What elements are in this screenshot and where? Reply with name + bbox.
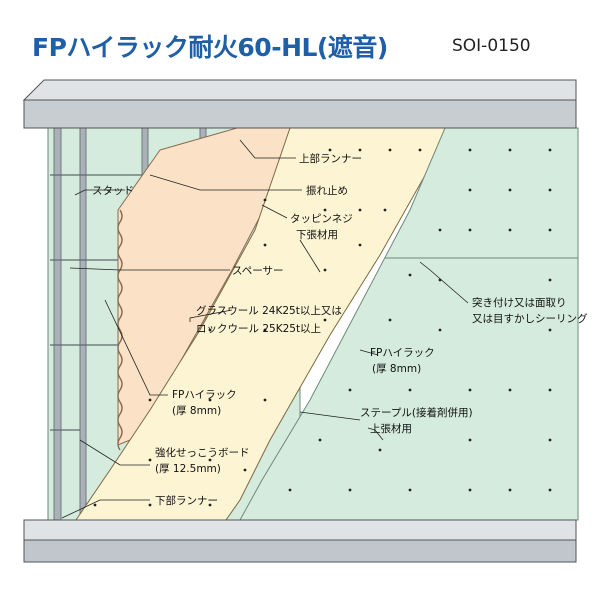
screw-dots-cream: [93, 148, 422, 507]
label-rock-wool: ロックウール 25K25t以上: [196, 323, 321, 335]
label-fp-hirack-left: FPハイラック: [172, 389, 237, 401]
label-stud: スタッド: [92, 185, 134, 197]
product-code: SOI-0150: [452, 36, 531, 56]
glass-wool-edge: [117, 209, 123, 451]
bottom-slab: [23, 519, 577, 563]
label-glass-wool: グラスウール 24K25t以上又は: [196, 304, 342, 317]
top-slab: [22, 79, 577, 129]
label-thickness-8-right: (厚 8mm): [372, 363, 421, 375]
label-reinforced-gypsum: 強化せっこうボード: [155, 446, 250, 459]
label-staple: ステープル(接着剤併用): [360, 406, 473, 419]
label-thickness-12-5: (厚 12.5mm): [155, 463, 221, 475]
label-fp-hirack-right: FPハイラック: [370, 347, 435, 359]
label-tapping-screw: タッピンネジ: [290, 213, 353, 225]
label-anti-sway: 振れ止め: [306, 184, 348, 197]
label-thickness-8-left: (厚 8mm): [172, 405, 221, 417]
label-joint-sealing: 又は目すかしシーリング: [472, 312, 588, 325]
leader-lines: [61, 139, 469, 519]
label-lower-runner: 下部ランナー: [155, 494, 218, 507]
front-green-board: [239, 127, 579, 521]
label-butt-joint: 突き付け又は面取り: [472, 296, 567, 309]
label-upper-runner: 上部ランナー: [299, 152, 362, 165]
label-under-board-use: 下張材用: [296, 228, 338, 241]
staple-dots-green: [288, 148, 552, 492]
label-over-board-use: 上張材用: [370, 422, 412, 435]
page-title: FPハイラック耐火60-HL(遮音): [32, 33, 388, 62]
label-spacer: スペーサー: [232, 265, 284, 277]
